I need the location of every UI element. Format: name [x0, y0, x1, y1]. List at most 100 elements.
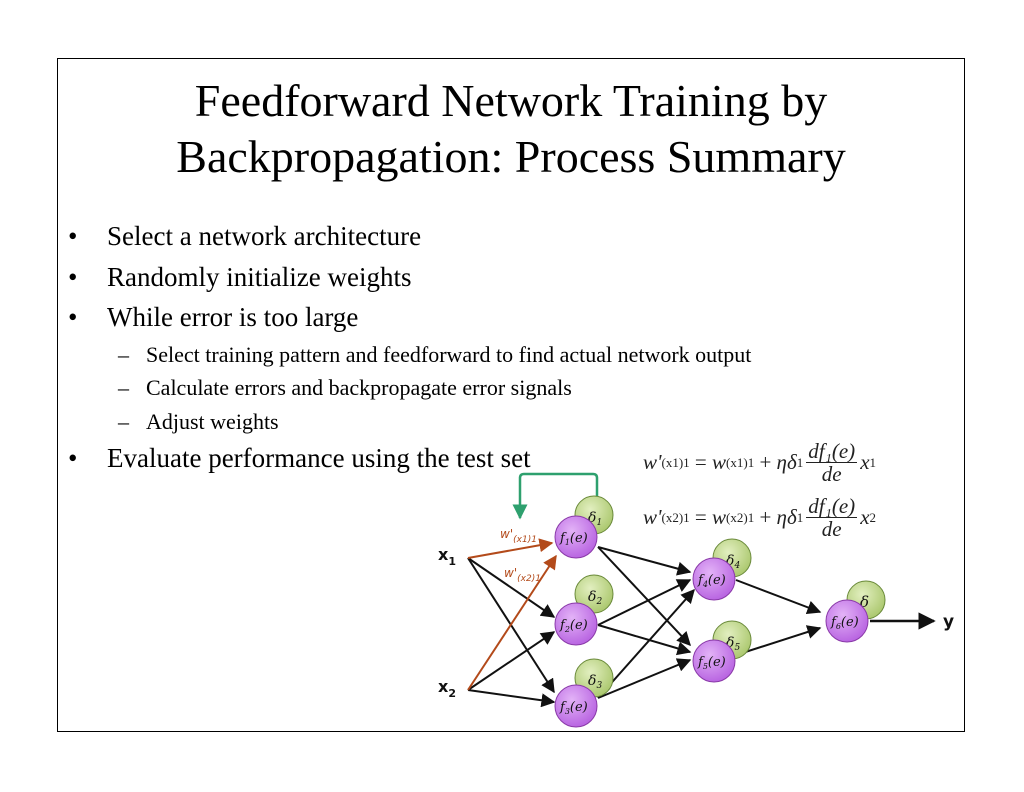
bullet-item: • While error is too large	[68, 299, 751, 340]
neuron-sub: 5	[703, 662, 708, 671]
bullet-item: • Randomly initialize weights	[68, 259, 751, 300]
slide-title: Feedforward Network Training by Backprop…	[57, 73, 965, 185]
formula-denominator: de	[821, 517, 842, 541]
arrow-f1-f4	[597, 546, 692, 576]
formula-equals: =	[689, 450, 713, 474]
neuron-arg: (e)	[570, 531, 588, 546]
formula-equals: =	[689, 505, 713, 529]
formula-lhs-sub: (x2)1	[661, 509, 690, 525]
delta-symbol: δ	[588, 673, 596, 689]
sub-bullet-text: Select training pattern and feedforward …	[146, 341, 752, 367]
formula-fraction: df₁(e)de	[806, 494, 858, 541]
formula-x: x	[860, 450, 870, 474]
bullet-mark: •	[68, 443, 78, 473]
neuron-arg: (e)	[708, 573, 726, 588]
delta-sub: 1	[596, 518, 602, 528]
svg-text:f3(e): f3(e)	[559, 700, 588, 716]
svg-text:f2(e): f2(e)	[559, 618, 588, 634]
input-label-x2: x2	[438, 677, 456, 700]
neuron-sub: 6	[836, 622, 841, 631]
formula-x-sub: 1	[869, 454, 877, 470]
weight-arrow-x1-f1	[467, 538, 554, 559]
neuron-circle	[825, 599, 869, 643]
svg-text:δ4: δ4	[726, 553, 740, 571]
delta-sub: 3	[596, 681, 602, 691]
arrow-f2-f4	[597, 579, 692, 626]
slide-frame	[57, 58, 965, 732]
neuron-circle	[692, 557, 736, 601]
delta-sub: 2	[595, 597, 602, 607]
delta-symbol: δ	[726, 553, 734, 569]
formula-delta-sub: 1	[796, 509, 804, 525]
sub-bullet-text: Adjust weights	[146, 408, 279, 434]
sub-bullet-mark: –	[118, 408, 129, 434]
neuron-circle	[692, 639, 736, 683]
neuron-2: δ2 f2(e)	[554, 574, 614, 646]
svg-text:f4(e): f4(e)	[697, 573, 726, 589]
neuron-1: δ1 f1(e)	[554, 495, 614, 559]
formula-numerator: df₁(e)	[806, 494, 858, 518]
svg-text:δ: δ	[860, 593, 869, 611]
svg-text:δ1: δ1	[588, 510, 602, 528]
neuron-arg: (e)	[570, 618, 588, 633]
sub-bullet-item: –Select training pattern and feedforward…	[68, 340, 751, 374]
neuron-sub: 2	[564, 625, 570, 634]
arrow-x2-f3	[467, 689, 556, 708]
neuron-arg: (e)	[841, 615, 859, 630]
formula-numerator: df₁(e)	[806, 439, 858, 463]
weight-label-x2: w'(x2)1	[504, 566, 541, 584]
sub-bullet-mark: –	[118, 375, 129, 400]
arrow-f5-f6	[735, 625, 822, 656]
feedback-arrow	[512, 472, 599, 520]
delta-sub: 5	[734, 643, 740, 653]
formula-lhs-sub: (x1)1	[661, 454, 690, 470]
formula-w: w	[712, 450, 727, 474]
arrow-f4-f6	[735, 579, 822, 615]
neuron-5: δ5 f5(e)	[692, 620, 752, 683]
svg-text:δ2: δ2	[588, 589, 602, 607]
formula-fraction: df₁(e)de	[806, 439, 858, 485]
input-label-x1: x1	[438, 545, 456, 568]
bullet-text: Randomly initialize weights	[107, 261, 412, 292]
weight-label-x1: w'(x1)1	[500, 527, 537, 545]
delta-symbol: δ	[726, 635, 734, 651]
formula-w-sub: (x1)1	[726, 454, 755, 470]
output-label-y: y	[943, 612, 954, 632]
neuron-fn: f	[697, 655, 705, 670]
bullet-mark: •	[68, 261, 78, 292]
weight-arrow-x2-f1	[467, 554, 557, 691]
neuron-fn: f	[559, 531, 567, 546]
title-line-1: Feedforward Network Training by	[194, 75, 828, 126]
bullet-mark: •	[68, 221, 78, 251]
bullet-mark: •	[68, 302, 78, 332]
bullet-text: Select a network architecture	[107, 221, 422, 251]
neuron-fn: f	[559, 700, 567, 715]
formula-delta-sub: 1	[796, 454, 804, 470]
formula-lhs: w'	[643, 505, 662, 529]
sub-bullet-item: –Calculate errors and backpropagate erro…	[68, 373, 751, 407]
bullet-item: •Evaluate performance using the test set	[68, 440, 751, 481]
network-diagram: δ1 f1(e) δ2 f2(e) δ3 f3(e) δ4 f4(e) δ5 f…	[438, 472, 954, 728]
arrow-f1-f5	[597, 546, 691, 647]
title-line-2: Backpropagation: Process Summary	[176, 131, 846, 182]
neuron-sub: 3	[565, 707, 570, 716]
formula-x-sub: 2	[869, 509, 877, 525]
bullet-text: While error is too large	[107, 302, 359, 332]
formula-w: w	[712, 505, 727, 529]
formula-plus: +	[754, 450, 777, 474]
bullet-item: • Select a network architecture	[68, 218, 751, 259]
neuron-sub: 1	[565, 538, 570, 547]
neuron-fn: f	[830, 615, 838, 630]
neuron-4: δ4 f4(e)	[692, 538, 752, 601]
delta-symbol: δ	[860, 593, 869, 611]
connection-arrows	[467, 538, 936, 708]
arrow-f3-f4	[597, 588, 695, 699]
formula-delta: δ	[786, 450, 797, 474]
neuron-circle	[554, 684, 598, 728]
svg-text:δ5: δ5	[726, 635, 740, 653]
arrow-x1-f2	[467, 557, 556, 618]
neuron-fn: f	[697, 573, 705, 588]
neuron-arg: (e)	[570, 700, 588, 715]
